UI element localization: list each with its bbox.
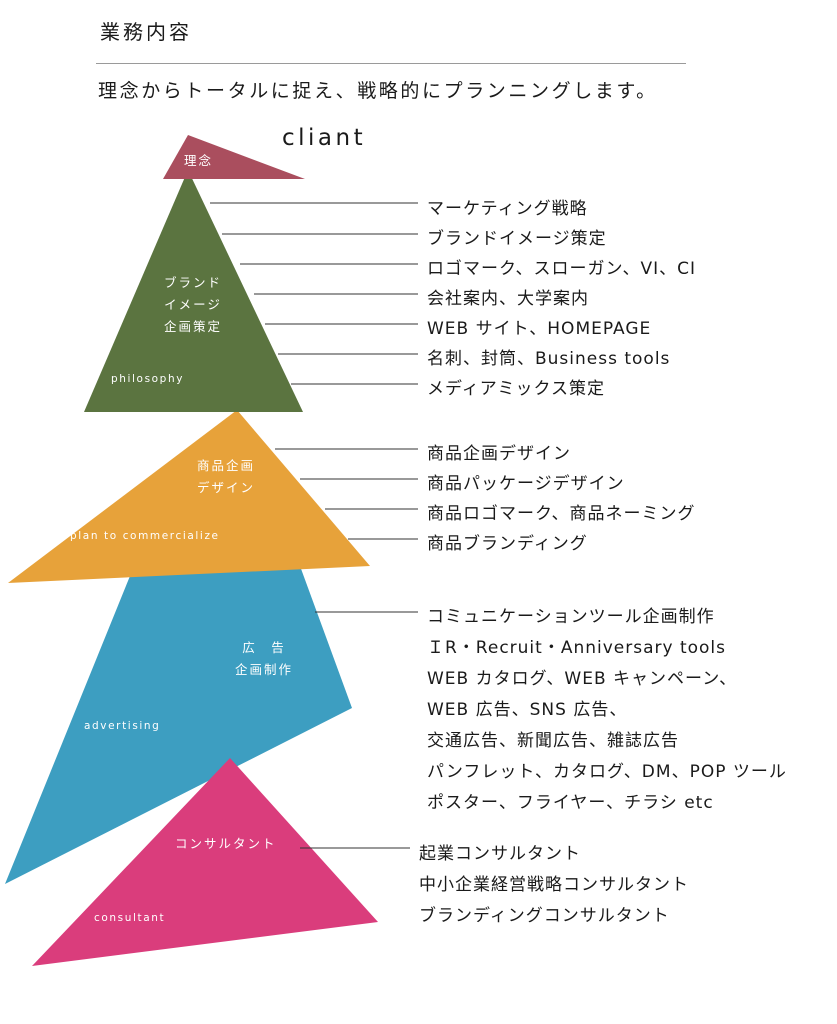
philosophy-item: WEB サイト、HOMEPAGE — [427, 319, 652, 339]
advertising-item: コミュニケーションツール企画制作 — [427, 607, 715, 627]
consultant-item: 起業コンサルタント — [419, 844, 581, 864]
consultant-item: 中小企業経営戦略コンサルタント — [419, 875, 689, 895]
page-subtitle: 理念からトータルに捉え、戦略的にプランニングします。 — [98, 80, 658, 102]
client-label: cliant — [282, 125, 367, 151]
product-en-label: plan to commercialize — [70, 530, 220, 542]
product-item: 商品企画デザイン — [427, 444, 571, 464]
consultant-en-label: consultant — [94, 912, 166, 924]
consultant-item: ブランディングコンサルタント — [419, 906, 670, 926]
advertising-item: 交通広告、新聞広告、雑誌広告 — [427, 731, 679, 751]
philosophy-leaders — [210, 202, 418, 385]
philosophy-item: ロゴマーク、スローガン、VI、CI — [427, 259, 696, 279]
page-title: 業務内容 — [100, 20, 192, 44]
product-item: 商品パッケージデザイン — [427, 474, 625, 494]
product-item: 商品ロゴマーク、商品ネーミング — [427, 504, 696, 524]
philosophy-item: メディアミックス策定 — [427, 379, 605, 399]
rinen-label: 理念 — [184, 153, 214, 168]
product-label: 商品企画 デザイン — [197, 458, 256, 495]
advertising-item: パンフレット、カタログ、DM、POP ツール — [427, 762, 787, 782]
philosophy-item: 名刺、封筒、Business tools — [427, 349, 671, 369]
product-leaders — [275, 448, 418, 540]
philosophy-item: ブランドイメージ策定 — [427, 229, 607, 249]
philosophy-shape — [84, 170, 303, 412]
philosophy-label: ブランド イメージ 企画策定 — [164, 275, 223, 334]
advertising-item: ポスター、フライヤー、チラシ etc — [427, 793, 714, 813]
philosophy-item: 会社案内、大学案内 — [427, 289, 589, 309]
consultant-shape — [32, 758, 378, 966]
title-divider — [96, 63, 686, 64]
advertising-item: ＩR・Recruit・Anniversary tools — [427, 638, 727, 658]
rinen-shape — [163, 135, 305, 179]
advertising-item: WEB 広告、SNS 広告、 — [427, 700, 628, 720]
advertising-item: WEB カタログ、WEB キャンペーン、 — [427, 669, 738, 689]
product-shape — [8, 410, 370, 583]
product-item: 商品ブランディング — [427, 534, 588, 554]
consultant-label: コンサルタント — [175, 836, 277, 851]
advertising-label: 広 告 企画制作 — [235, 640, 294, 677]
philosophy-en-label: philosophy — [111, 373, 185, 385]
advertising-en-label: advertising — [84, 720, 161, 732]
philosophy-item: マーケティング戦略 — [427, 199, 588, 219]
advertising-shape — [5, 566, 352, 884]
